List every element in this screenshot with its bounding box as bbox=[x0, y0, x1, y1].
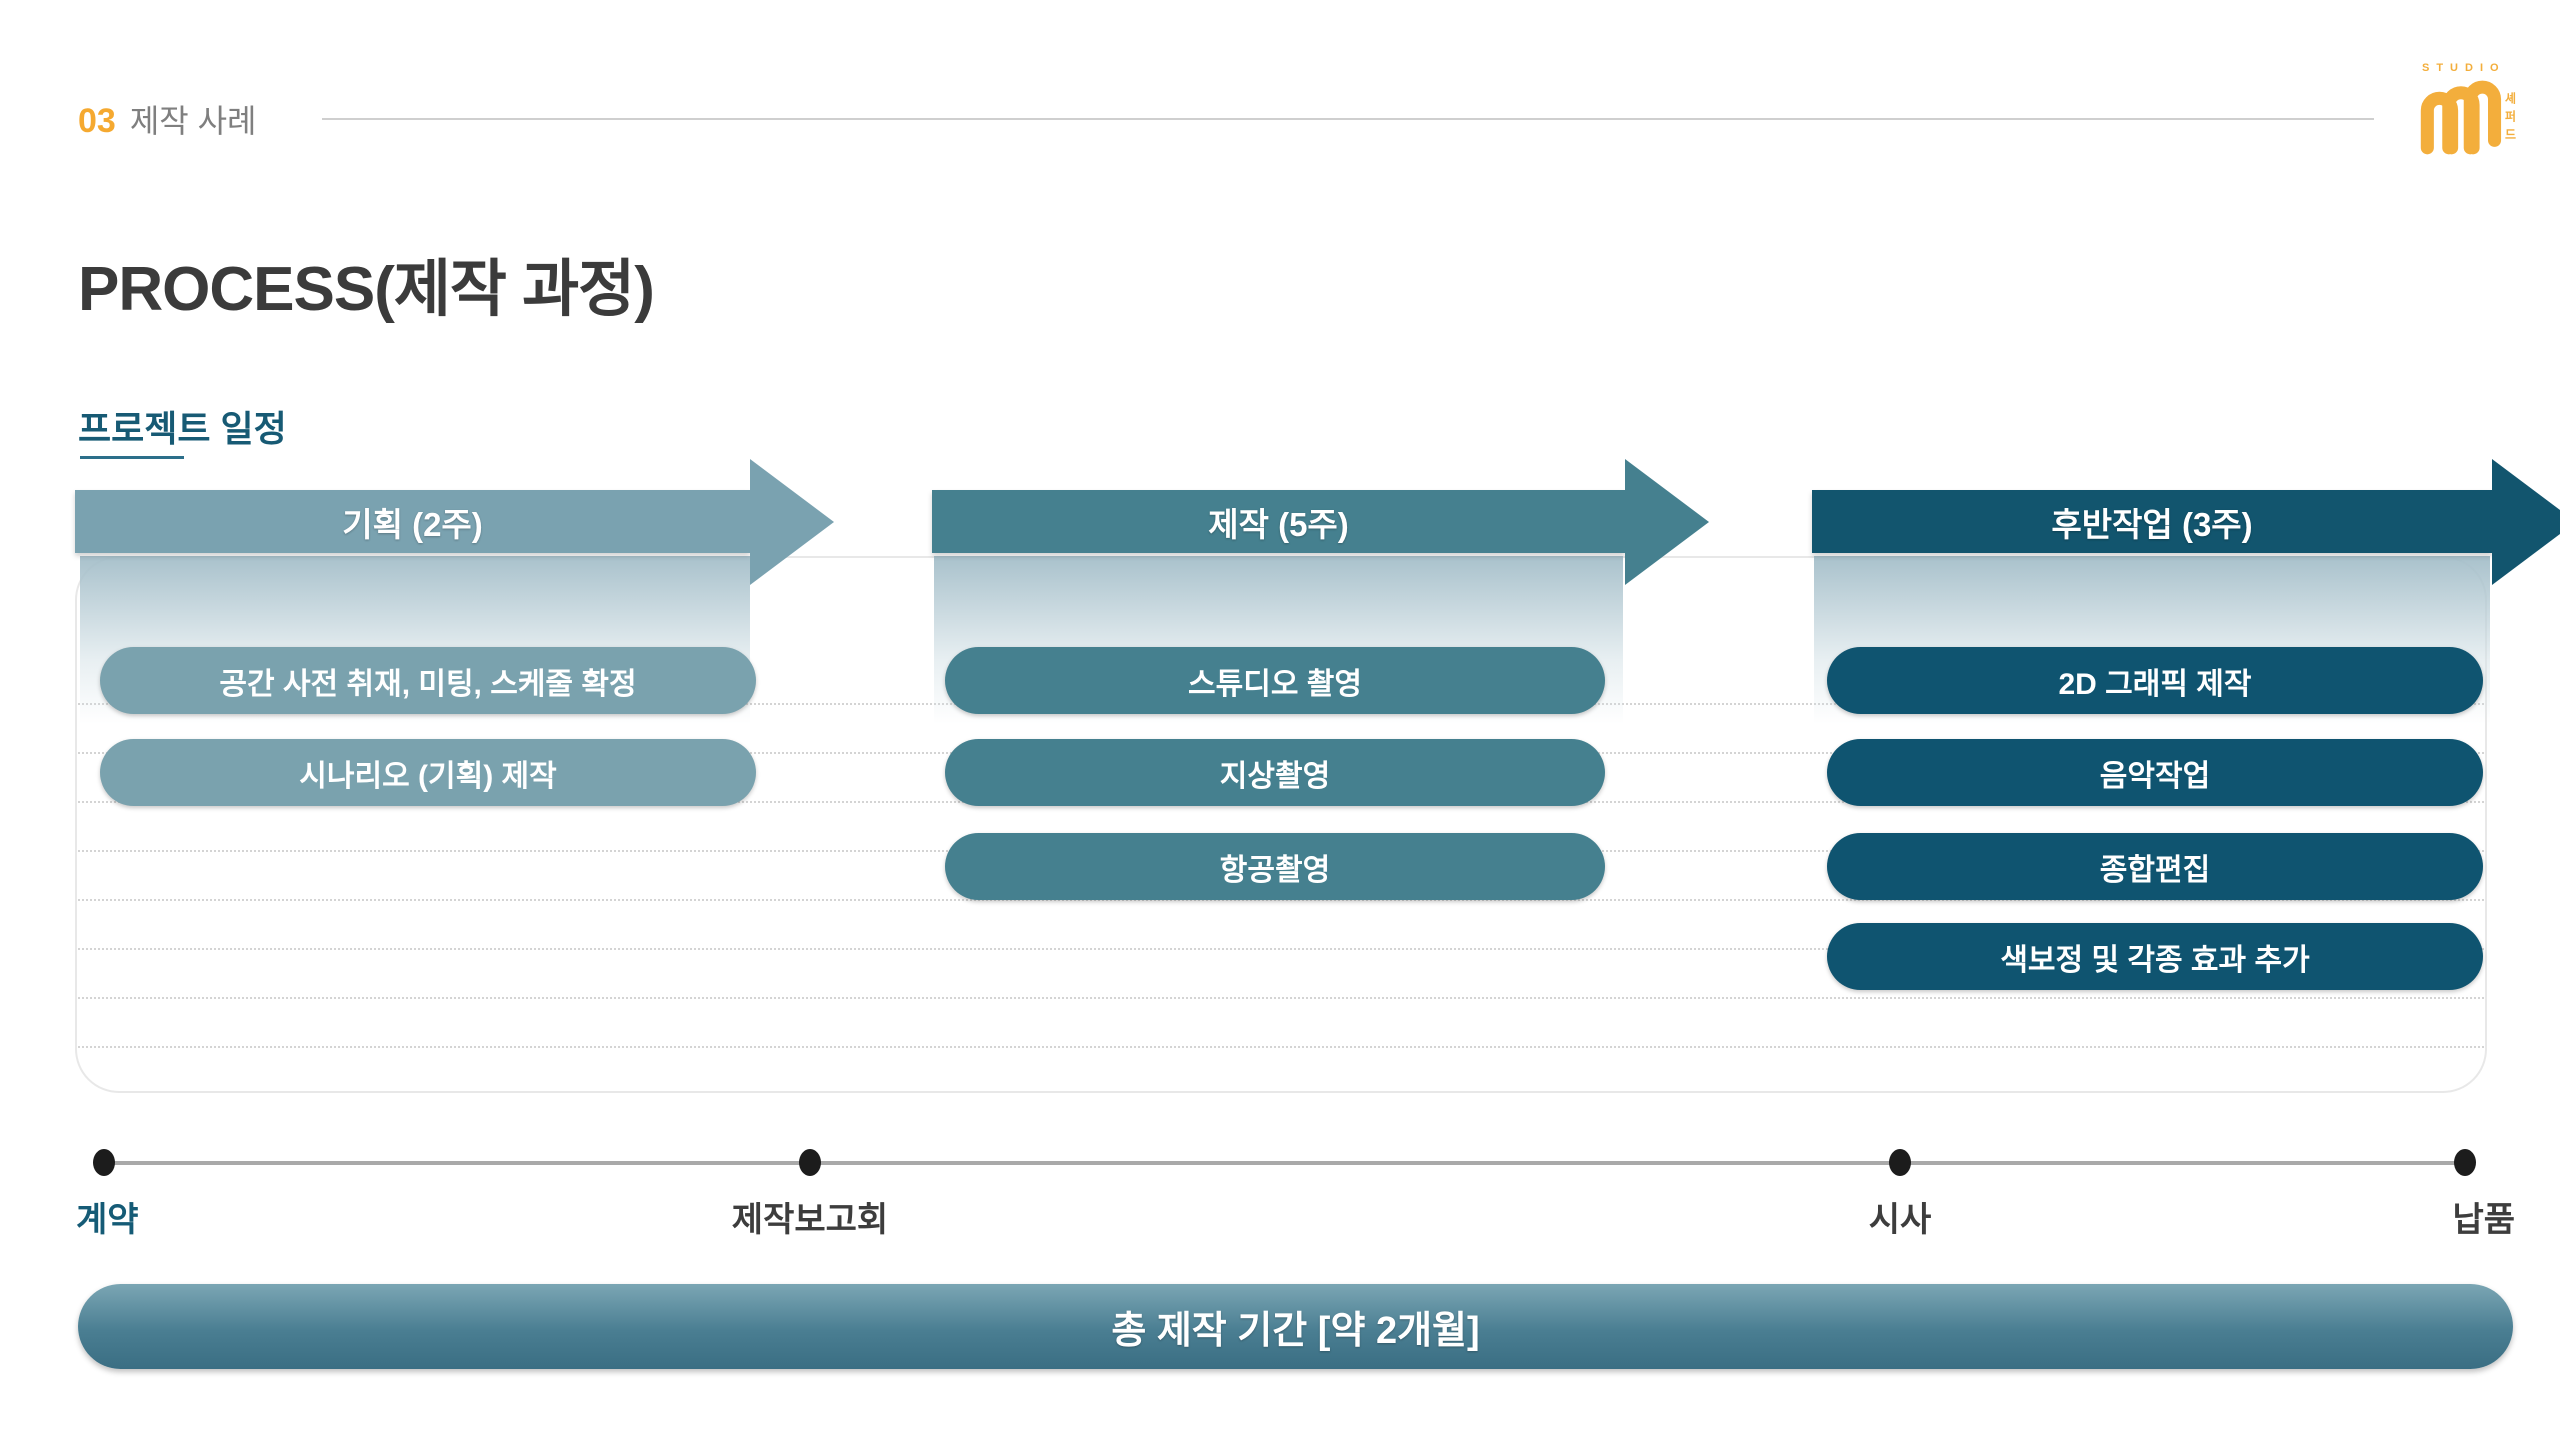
guide-dotline bbox=[78, 1046, 2484, 1048]
task-pill: 공간 사전 취재, 미팅, 스케줄 확정 bbox=[100, 647, 756, 714]
task-pill: 음악작업 bbox=[1827, 739, 2483, 806]
task-pill: 스튜디오 촬영 bbox=[945, 647, 1605, 714]
task-pill: 시나리오 (기획) 제작 bbox=[100, 739, 756, 806]
milestone-label-delivery: 납품 bbox=[2452, 1201, 2515, 1239]
section-header: 03 제작 사례 bbox=[78, 96, 256, 142]
section-number: 03 bbox=[78, 102, 116, 140]
milestone-dot bbox=[2454, 1149, 2476, 1176]
page-title: PROCESS(제작 과정) bbox=[78, 255, 655, 324]
studio-logo: STUDIO 셰퍼드 bbox=[2418, 62, 2528, 162]
phase-3-arrow bbox=[1812, 490, 2492, 553]
milestone-dot bbox=[799, 1149, 821, 1176]
task-pill: 지상촬영 bbox=[945, 739, 1605, 806]
phase-2-label: 제작 (5주) bbox=[1208, 505, 1349, 543]
phase-2-arrow bbox=[932, 490, 1625, 553]
milestone-label-screening: 시사 bbox=[1868, 1201, 1932, 1239]
phase-1-arrowhead-icon bbox=[750, 459, 834, 585]
logo-studio-text: STUDIO bbox=[2422, 62, 2506, 74]
subtitle-underline bbox=[80, 456, 184, 459]
milestone-label-production-report: 제작보고회 bbox=[731, 1201, 889, 1239]
milestone-dot bbox=[1889, 1149, 1911, 1176]
logo-korean-name: 셰퍼드 bbox=[2503, 92, 2517, 146]
project-schedule-subtitle: 프로젝트 일정 bbox=[78, 408, 287, 449]
task-pill: 항공촬영 bbox=[945, 833, 1605, 900]
phase-1-label: 기획 (2주) bbox=[342, 505, 483, 543]
milestone-dot bbox=[93, 1149, 115, 1176]
task-pill: 종합편집 bbox=[1827, 833, 2483, 900]
guide-dotline bbox=[78, 948, 2484, 950]
phase-1-arrow bbox=[75, 490, 750, 553]
timeline-line bbox=[104, 1161, 2465, 1165]
section-title: 제작 사례 bbox=[129, 103, 257, 139]
guide-dotline bbox=[78, 997, 2484, 999]
shepherd-crooks-icon bbox=[2420, 80, 2502, 155]
phase-2-arrowhead-icon bbox=[1625, 459, 1709, 585]
task-pill: 2D 그래픽 제작 bbox=[1827, 647, 2483, 714]
guide-dotline bbox=[78, 899, 2484, 901]
phase-3-label: 후반작업 (3주) bbox=[2051, 505, 2253, 543]
phase-3-arrowhead-icon bbox=[2492, 459, 2560, 585]
milestone-label-contract: 계약 bbox=[76, 1201, 139, 1239]
header-divider-line bbox=[322, 118, 2374, 120]
total-duration-bar: 총 제작 기간 [약 2개월] bbox=[78, 1284, 2513, 1369]
task-pill: 색보정 및 각종 효과 추가 bbox=[1827, 923, 2483, 990]
